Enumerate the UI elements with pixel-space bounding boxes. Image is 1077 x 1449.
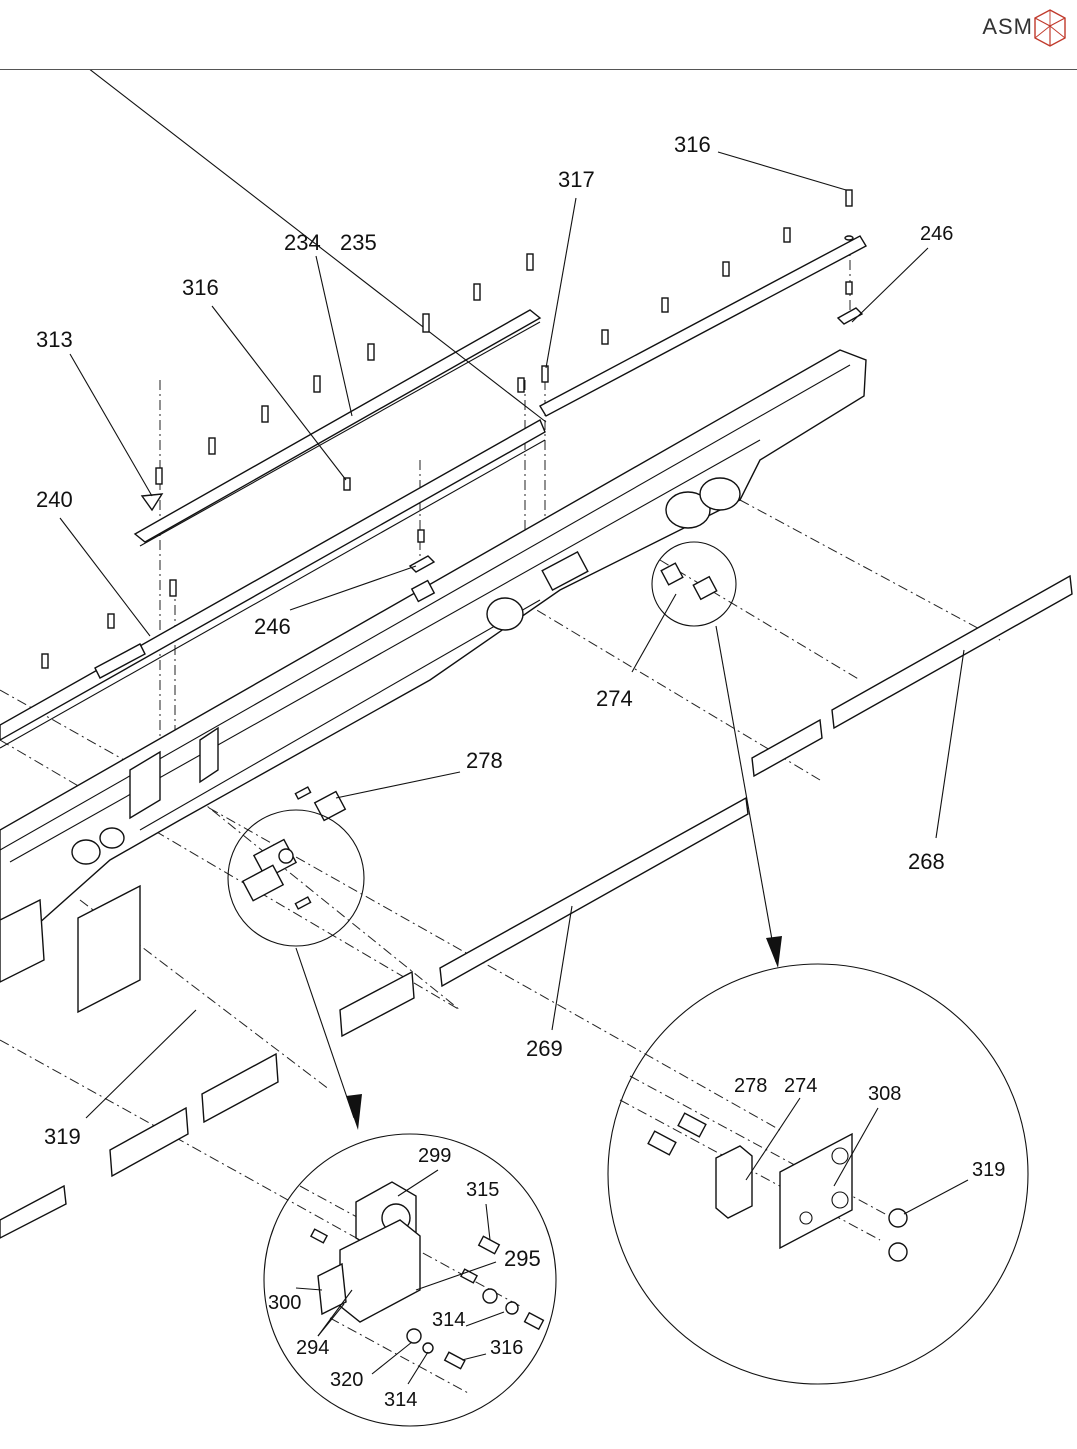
callout-299: 299 <box>418 1145 451 1167</box>
screw-icon <box>418 530 424 542</box>
callout-315: 315 <box>466 1179 499 1201</box>
screw-icon <box>423 314 429 332</box>
screw-icon <box>108 614 114 628</box>
cover-269 <box>440 798 748 986</box>
arrow-head-icon <box>766 936 782 968</box>
screw-icon <box>845 190 853 240</box>
screw-icon <box>527 254 533 270</box>
callout-314-b: 314 <box>384 1389 417 1411</box>
detail-circle-left <box>264 1134 556 1426</box>
screw-icon <box>518 378 524 392</box>
screw-icon <box>662 298 668 312</box>
cover-lower-left <box>0 1186 66 1238</box>
marker-313 <box>142 494 162 510</box>
callout-274: 274 <box>596 686 633 711</box>
page-header: ASM <box>0 0 1077 70</box>
callout-300: 300 <box>268 1292 301 1314</box>
screw-icon <box>784 228 790 242</box>
callout-268: 268 <box>908 849 945 874</box>
screw-icon <box>156 468 162 484</box>
screw-icon <box>209 438 215 454</box>
callout-234: 234 <box>284 230 321 255</box>
exploded-assembly-drawing: 316 317 234 235 246 316 313 240 246 274 … <box>0 70 1077 1449</box>
callout-278: 278 <box>466 748 503 773</box>
cover-268 <box>752 576 1072 776</box>
arrow-head-icon <box>346 1094 362 1130</box>
screw-icon <box>368 344 374 360</box>
screw-icon <box>344 478 350 490</box>
screw-icon <box>314 376 320 392</box>
callout-278-detail: 278 <box>734 1075 767 1097</box>
callout-314-a: 314 <box>432 1309 465 1331</box>
screw-icon <box>474 284 480 300</box>
callout-246-top: 246 <box>920 223 953 245</box>
callout-319: 319 <box>44 1124 81 1149</box>
asm-cube-logo-icon <box>1033 8 1067 48</box>
detail-circle-right <box>608 964 1028 1384</box>
callout-269: 269 <box>526 1036 563 1061</box>
callout-294: 294 <box>296 1337 329 1359</box>
callout-295: 295 <box>504 1246 541 1271</box>
callout-317: 317 <box>558 167 595 192</box>
callout-308: 308 <box>868 1083 901 1105</box>
callout-319-detail: 319 <box>972 1159 1005 1181</box>
brand-name: ASM <box>982 14 1033 40</box>
callout-313: 313 <box>36 327 73 352</box>
assembly-278 <box>295 787 345 820</box>
screw-icon <box>170 580 176 596</box>
callout-235: 235 <box>340 230 377 255</box>
callout-316-mid: 316 <box>182 275 219 300</box>
callout-246-mid: 246 <box>254 614 291 639</box>
screw-icon <box>262 406 268 422</box>
callout-240: 240 <box>36 487 73 512</box>
callout-316-top: 316 <box>674 132 711 157</box>
callout-274-detail: 274 <box>784 1075 817 1097</box>
screw-icon <box>723 262 729 276</box>
screw-icon <box>42 654 48 668</box>
callout-320: 320 <box>330 1369 363 1391</box>
screw-icon <box>602 330 608 344</box>
screw-icon <box>542 366 548 382</box>
callout-316-detail: 316 <box>490 1337 523 1359</box>
